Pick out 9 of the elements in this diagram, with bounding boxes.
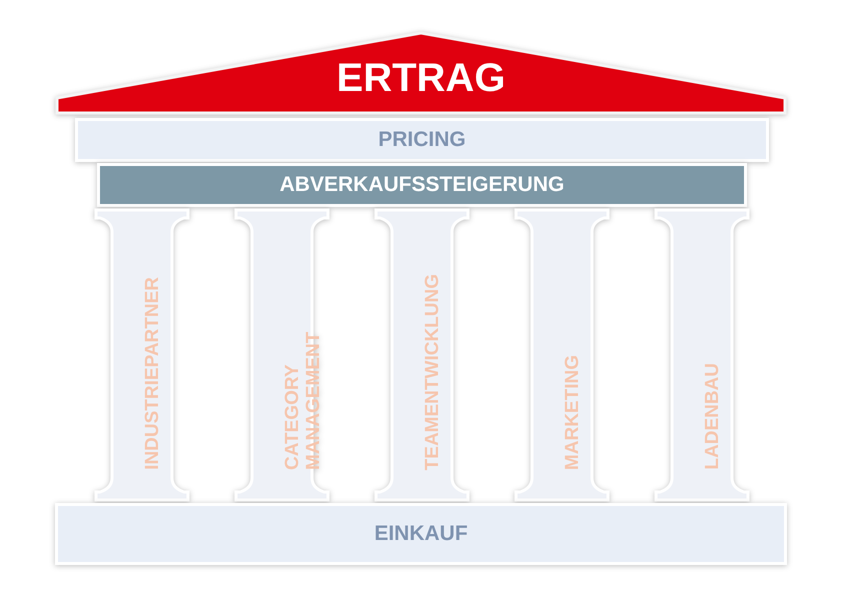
pillar-label: INDUSTRIEPARTNER xyxy=(142,277,163,470)
band-label: EINKAUF xyxy=(374,522,468,546)
band-label: ABVERKAUFSSTEIGERUNG xyxy=(280,172,564,197)
band-label: PRICING xyxy=(378,128,466,152)
pillar-label: TEAMENTWICKLUNG xyxy=(422,274,443,470)
pillar-label: LADENBAU xyxy=(702,363,723,470)
heading-text: ERTRAG xyxy=(336,56,506,101)
pillar-label: MARKETING xyxy=(562,354,583,470)
pillar-label: CATEGORY MANAGEMENT xyxy=(282,330,324,470)
